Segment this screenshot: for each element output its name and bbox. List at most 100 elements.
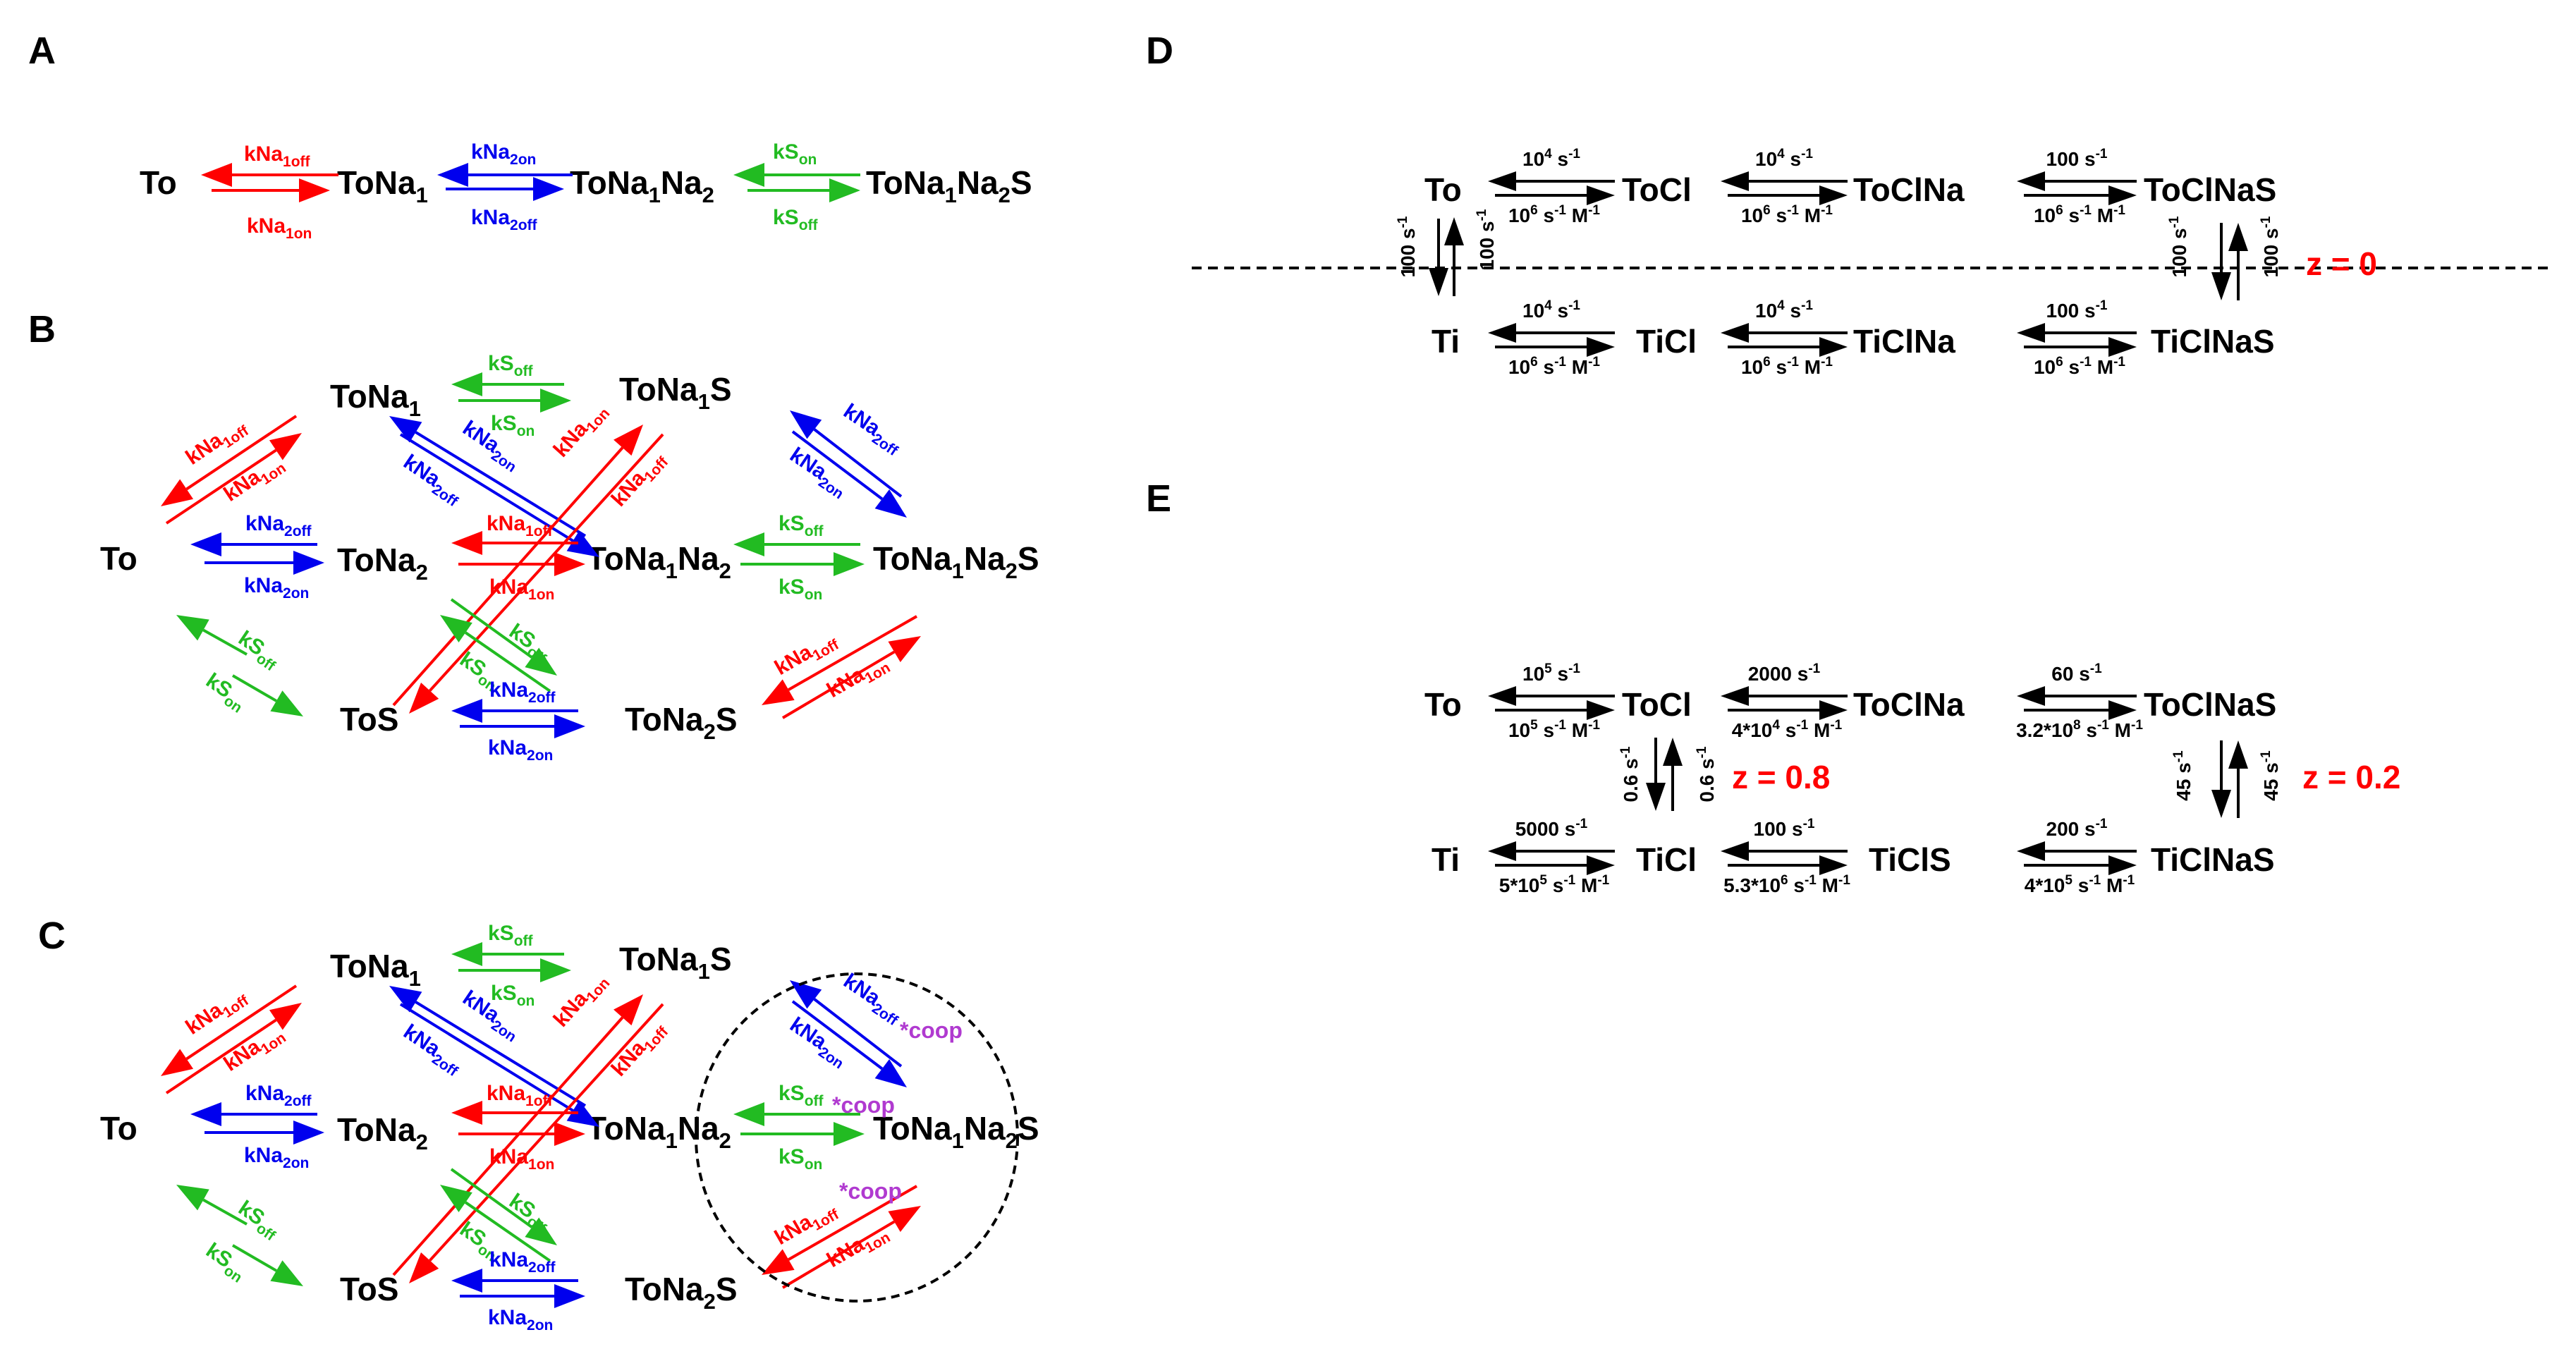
b-arrow-na2-on-right: [791, 430, 907, 518]
e-top-species-0: To: [1424, 686, 1462, 723]
c-arrow-s-off-right: [733, 1102, 860, 1126]
b-species-ToS: ToS: [340, 701, 398, 738]
e-top-arrow-back-1: [1721, 686, 1848, 706]
c-arrow-na1-on-diag: [165, 1003, 302, 1094]
b-arrow-na2-on-diag: [389, 416, 587, 537]
c-rate-kna2off-diag: kNa2off: [397, 1020, 468, 1080]
e-bottom-arrow-back-1: [1721, 841, 1848, 861]
b-rate-kna1off: kNa1off: [181, 413, 252, 473]
coop-label-na1: *coop: [839, 1178, 902, 1204]
c-arrow-na1-on-long: [392, 994, 643, 1276]
e-bottom-arrow-fwd-1: [1728, 855, 1848, 875]
b-arrow-na2-off-bottom: [451, 699, 578, 723]
b-arrow-na1-off-diag: [161, 415, 298, 506]
e-bottom-arrow-back-2: [2017, 841, 2137, 861]
e-vertical-rate-right-b: 45 s-1: [2259, 750, 2282, 801]
d-vertical-rate-right-a: 100 s-1: [2167, 216, 2190, 277]
b-rate-kna1off-right: kNa1off: [771, 626, 842, 683]
b-arrow-s-on-right: [740, 552, 865, 576]
e-bottom-rate-off-0: 5000 s-1: [1515, 817, 1588, 840]
b-rate-ksoff-right: kSoff: [779, 512, 824, 539]
c-rate-kna1off: kNa1off: [181, 983, 252, 1043]
b-rate-kna2on-bottom: kNa2on: [488, 736, 553, 764]
d-top-rate-off-2: 100 s-1: [2046, 147, 2108, 170]
d-top-arrow-back-1: [1721, 171, 1848, 191]
d-bottom-rate-off-2: 100 s-1: [2046, 298, 2108, 322]
e-arrow-vert-left-up: [1663, 738, 1683, 811]
c-arrow-na2-off-diag: [399, 1003, 599, 1127]
b-arrow-s-off: [451, 372, 564, 396]
d-top-rate-off-0: 104 s-1: [1522, 147, 1580, 170]
e-vertical-rate-left-a: 0.6 s-1: [1618, 746, 1642, 802]
b-arrow-na2-off: [190, 532, 317, 556]
b-arrow-na2-off-right: [790, 410, 903, 498]
b-rate-kna2off-right: kNa2off: [837, 399, 908, 459]
e-z-right: z = 0.2: [2302, 759, 2400, 795]
b-arrow-na1-on-long: [392, 425, 643, 707]
b-arrow-na1-on: [458, 552, 585, 576]
c-arrow-na2-on-bottom: [460, 1284, 585, 1308]
e-arrow-vert-right-up: [2228, 740, 2248, 818]
panel-label-C: C: [38, 915, 66, 957]
d-top-species-0: To: [1424, 171, 1462, 208]
species-ToNa1: ToNa1​: [337, 164, 428, 207]
d-bottom-arrow-fwd-1: [1728, 337, 1848, 357]
c-arrow-na2-on-right: [791, 1000, 907, 1087]
c-arrow-na2-off-bottom: [451, 1269, 578, 1293]
d-bottom-arrow-fwd-2: [2024, 337, 2137, 357]
rate-kna1on: kNa1on: [247, 214, 312, 242]
c-arrow-s-off-diag2: [450, 1168, 557, 1245]
c-arrow-na2-on: [205, 1121, 324, 1145]
c-arrow-s-on-right: [740, 1122, 865, 1146]
b-rate-kna2off-diag: kNa2off: [397, 450, 468, 510]
d-vertical-rate-left-a: 100 s-1: [1396, 216, 1419, 277]
arrow-na1-off: [201, 163, 338, 187]
c-species-ToNa1S: ToNa1​S: [619, 941, 732, 984]
e-arrow-vert-left-down: [1646, 738, 1666, 811]
e-top-species-3: ToClNaS: [2144, 686, 2276, 723]
e-top-arrow-fwd-0: [1495, 700, 1615, 720]
d-top-rate-on-0: 106 s-1 M-1: [1508, 203, 1600, 226]
b-arrow-s-off-diag: [176, 615, 248, 656]
e-top-rate-on-0: 105 s-1 M-1: [1508, 718, 1600, 741]
b-rate-kson-right: kSon: [779, 575, 822, 603]
c-species-ToNa2: ToNa2​: [337, 1111, 428, 1154]
c-rate-kna2on-bottom: kNa2on: [488, 1306, 553, 1333]
c-rate-kson: kSon: [491, 982, 535, 1009]
e-bottom-arrow-fwd-2: [2024, 855, 2137, 875]
b-rate-kna2on: kNa2on: [244, 574, 309, 602]
e-top-species-2: ToClNa: [1853, 686, 1965, 723]
panel-label-A: A: [28, 30, 56, 72]
b-arrow-s-off-right: [733, 532, 860, 556]
panel-label-D: D: [1146, 30, 1173, 72]
arrow-na2-off: [446, 177, 564, 201]
c-arrow-s-on: [458, 958, 571, 982]
arrow-na2-on: [437, 163, 573, 187]
b-arrow-s-on-diag: [231, 674, 303, 716]
c-arrow-na1-off-long: [409, 1003, 664, 1283]
d-arrow-vert-right-down: [2211, 223, 2231, 300]
d-bottom-arrow-back-0: [1488, 323, 1615, 343]
c-arrow-na1-off-right: [762, 1185, 917, 1275]
e-top-rate-off-2: 60 s-1: [2051, 661, 2102, 685]
e-bottom-rate-on-1: 5.3*106 s-1 M-1: [1723, 873, 1850, 896]
d-bottom-rate-on-0: 106 s-1 M-1: [1508, 355, 1600, 378]
e-vertical-rate-right-a: 45 s-1: [2171, 750, 2195, 801]
e-top-species-1: ToCl: [1622, 686, 1692, 723]
c-arrow-na1-off-diag: [161, 984, 298, 1076]
e-bottom-rate-off-1: 100 s-1: [1754, 817, 1815, 840]
e-vertical-rate-left-b: 0.6 s-1: [1695, 746, 1718, 802]
b-arrow-s-on: [458, 389, 571, 413]
b-arrow-na2-on-bottom: [460, 714, 585, 738]
e-top-rate-on-1: 4*104 s-1 M-1: [1732, 718, 1843, 741]
c-rate-kna2off: kNa2off: [245, 1082, 312, 1109]
b-arrow-na1-off-right: [762, 615, 917, 705]
rate-kna2on: kNa2on: [471, 140, 536, 168]
c-species-To: To: [100, 1110, 138, 1147]
c-arrow-na1-on-right: [781, 1206, 921, 1289]
c-arrow-s-on-diag2: [440, 1185, 551, 1262]
d-bottom-species-2: TiClNa: [1853, 323, 1955, 360]
d-top-rate-on-2: 106 s-1 M-1: [2034, 203, 2125, 226]
d-bottom-species-3: TiClNaS: [2151, 323, 2275, 360]
c-species-ToNa2S: ToNa2​S: [625, 1271, 738, 1314]
